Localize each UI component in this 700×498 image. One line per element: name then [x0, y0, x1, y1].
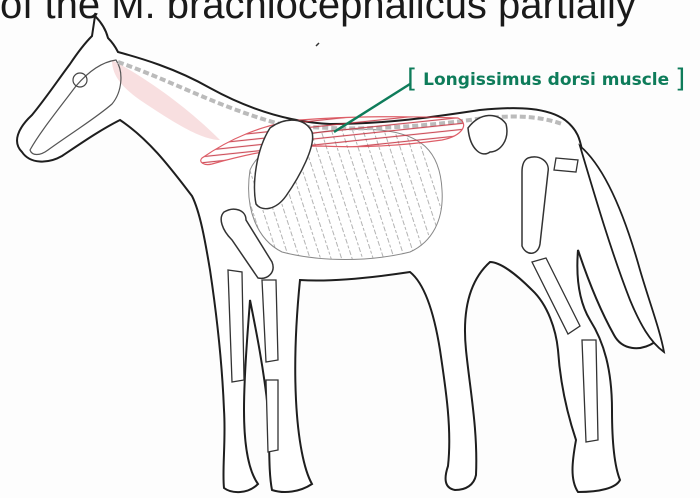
foreleg-cannon [266, 380, 278, 452]
stray-mark [316, 43, 319, 46]
longissimus-callout: [ Longissimus dorsi muscle] [407, 62, 685, 92]
callout-open-bracket: [ [407, 64, 417, 94]
femur-head [554, 158, 578, 172]
callout-label: Longissimus dorsi muscle [423, 70, 669, 90]
callout-close-bracket: ] [675, 64, 685, 94]
